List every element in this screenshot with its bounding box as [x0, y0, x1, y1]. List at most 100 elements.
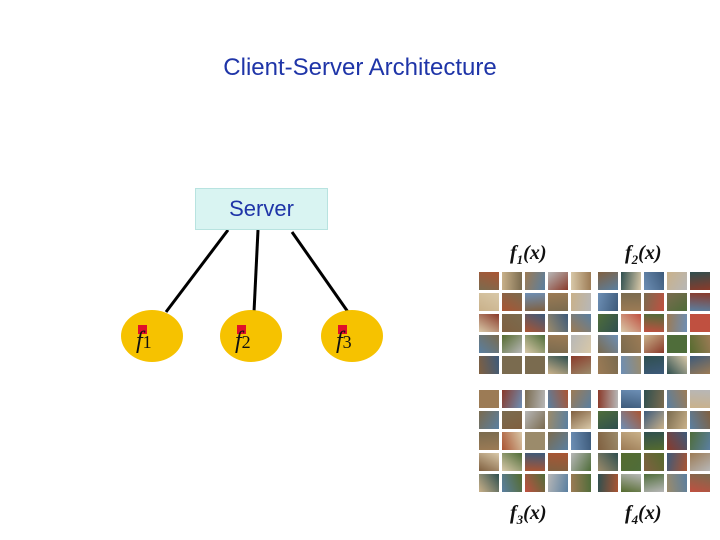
image-thumbnail	[502, 272, 522, 290]
server-box: Server	[195, 188, 328, 230]
image-thumbnail	[644, 390, 664, 408]
image-thumbnail	[548, 356, 568, 374]
image-thumbnail	[598, 314, 618, 332]
image-thumbnail	[571, 314, 591, 332]
image-thumbnail	[621, 314, 641, 332]
image-thumbnail	[598, 453, 618, 471]
image-thumbnail	[644, 314, 664, 332]
image-thumbnail	[621, 411, 641, 429]
image-thumbnail	[479, 453, 499, 471]
image-thumbnail	[690, 411, 710, 429]
image-thumbnail	[548, 432, 568, 450]
image-thumbnail	[690, 390, 710, 408]
image-thumbnail	[479, 356, 499, 374]
image-thumbnail	[667, 390, 687, 408]
image-thumbnail	[502, 474, 522, 492]
image-thumbnail	[621, 474, 641, 492]
image-thumbnail	[571, 272, 591, 290]
image-thumbnail	[598, 432, 618, 450]
client-node-1: f1	[121, 310, 183, 362]
image-thumbnail	[548, 335, 568, 353]
client-marker	[338, 325, 347, 334]
image-thumbnail	[667, 356, 687, 374]
image-thumbnail	[548, 411, 568, 429]
image-thumbnail	[548, 314, 568, 332]
image-thumbnail	[621, 432, 641, 450]
image-thumbnail	[479, 411, 499, 429]
image-thumbnail	[479, 335, 499, 353]
function-label-f3: f3(x)	[508, 502, 549, 528]
image-thumbnail	[571, 474, 591, 492]
image-thumbnail	[571, 411, 591, 429]
image-thumbnail	[598, 474, 618, 492]
image-thumbnail	[598, 411, 618, 429]
image-thumbnail	[690, 474, 710, 492]
client-marker	[138, 325, 147, 334]
image-thumbnail	[571, 335, 591, 353]
image-thumbnail	[644, 432, 664, 450]
image-thumbnail	[548, 390, 568, 408]
image-thumbnail	[690, 356, 710, 374]
client-label: f1	[136, 328, 152, 354]
image-thumbnail	[644, 411, 664, 429]
image-thumbnail	[525, 390, 545, 408]
image-grid-4	[598, 390, 710, 492]
image-thumbnail	[598, 335, 618, 353]
image-grid-1	[479, 272, 591, 374]
image-thumbnail	[667, 272, 687, 290]
image-thumbnail	[479, 474, 499, 492]
image-thumbnail	[502, 411, 522, 429]
image-thumbnail	[621, 390, 641, 408]
image-thumbnail	[525, 453, 545, 471]
image-thumbnail	[525, 411, 545, 429]
image-thumbnail	[690, 432, 710, 450]
image-thumbnail	[667, 411, 687, 429]
image-thumbnail	[502, 314, 522, 332]
image-thumbnail	[690, 335, 710, 353]
image-thumbnail	[667, 293, 687, 311]
image-thumbnail	[502, 432, 522, 450]
image-grid-3	[479, 390, 591, 492]
image-thumbnail	[502, 293, 522, 311]
image-thumbnail	[525, 474, 545, 492]
connector-client-3	[290, 231, 350, 313]
image-thumbnail	[548, 293, 568, 311]
image-thumbnail	[598, 293, 618, 311]
image-thumbnail	[525, 314, 545, 332]
image-thumbnail	[690, 272, 710, 290]
image-thumbnail	[502, 356, 522, 374]
image-thumbnail	[571, 453, 591, 471]
server-label: Server	[229, 196, 294, 221]
image-thumbnail	[644, 474, 664, 492]
function-label-f1: f1(x)	[508, 242, 549, 268]
image-thumbnail	[598, 272, 618, 290]
image-thumbnail	[667, 314, 687, 332]
image-thumbnail	[571, 293, 591, 311]
client-marker	[237, 325, 246, 334]
image-thumbnail	[667, 474, 687, 492]
client-node-2: f2	[220, 310, 282, 362]
image-thumbnail	[502, 335, 522, 353]
client-label: f3	[336, 328, 352, 354]
image-thumbnail	[690, 314, 710, 332]
image-thumbnail	[690, 453, 710, 471]
client-node-3: f3	[321, 310, 383, 362]
image-thumbnail	[644, 335, 664, 353]
image-grid-2	[598, 272, 710, 374]
image-thumbnail	[479, 293, 499, 311]
connector-client-2	[252, 229, 260, 313]
image-thumbnail	[644, 272, 664, 290]
image-thumbnail	[479, 390, 499, 408]
diagram-title: Client-Server Architecture	[223, 54, 497, 81]
function-label-f2: f2(x)	[623, 242, 664, 268]
image-thumbnail	[598, 390, 618, 408]
image-thumbnail	[690, 293, 710, 311]
image-thumbnail	[548, 272, 568, 290]
image-thumbnail	[502, 453, 522, 471]
client-label: f2	[235, 328, 251, 354]
image-thumbnail	[621, 335, 641, 353]
image-thumbnail	[644, 453, 664, 471]
image-thumbnail	[479, 272, 499, 290]
connector-client-1	[164, 229, 230, 313]
